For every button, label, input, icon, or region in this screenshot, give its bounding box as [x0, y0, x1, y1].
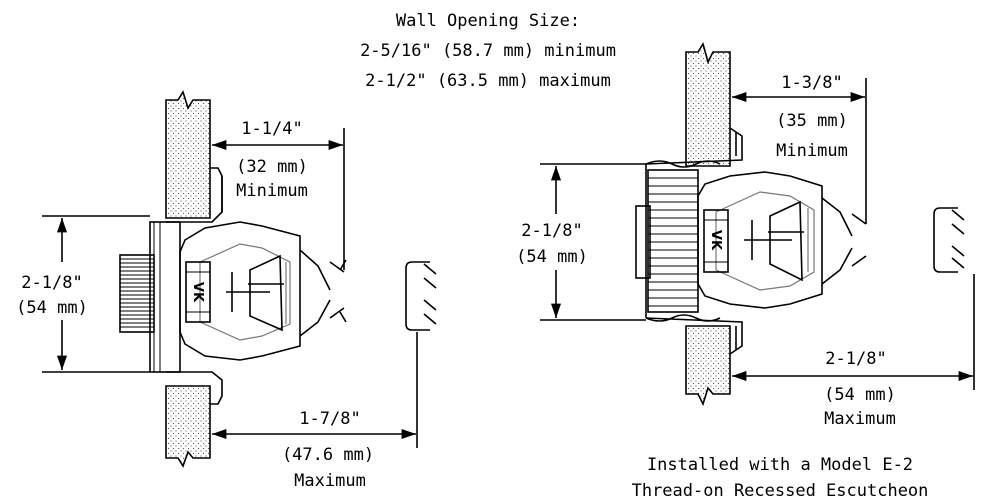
- right-caption: Installed with a Model E-2 Thread-on Rec…: [632, 455, 929, 496]
- left-vk-logo: VK: [190, 282, 205, 303]
- right-top-dim-note: Minimum: [776, 141, 848, 161]
- caption-line-1: Installed with a Model E-2: [647, 455, 913, 475]
- right-top-dim-mm: (35 mm): [776, 111, 848, 131]
- caption-line-2: Thread-on Recessed Escutcheon: [632, 481, 929, 496]
- left-bottom-dim-inches: 1-7/8": [299, 409, 360, 429]
- left-side-dim-mm: (54 mm): [16, 298, 88, 318]
- left-top-dim-note: Minimum: [236, 181, 308, 201]
- right-top-dim-inches: 1-3/8": [781, 73, 842, 93]
- left-bottom-dim-mm: (47.6 mm): [282, 445, 374, 465]
- left-escutcheon: [166, 167, 223, 405]
- header-minimum: 2-5/16" (58.7 mm) minimum: [360, 41, 616, 61]
- header-maximum: 2-1/2" (63.5 mm) maximum: [365, 71, 611, 91]
- right-wall-top: [685, 42, 731, 167]
- left-cover-cup: [405, 261, 437, 331]
- right-cover-cup: [933, 207, 965, 273]
- right-bottom-dim-inches: 2-1/8": [825, 349, 886, 369]
- right-wall-bottom: [685, 325, 731, 407]
- right-assembly: VK 1-3/8" (35 mm) Minimum: [516, 42, 975, 496]
- right-side-dim-mm: (54 mm): [516, 247, 588, 267]
- right-vk-logo: VK: [708, 230, 723, 251]
- left-side-dim-inches: 2-1/8": [21, 273, 82, 293]
- left-assembly: VK 1-1/4" (32 mm) Minimum: [16, 90, 437, 491]
- left-wall-bottom: [165, 385, 211, 468]
- left-bottom-dimension: 1-7/8" (47.6 mm) Maximum: [212, 332, 418, 491]
- left-side-dimension: 2-1/8" (54 mm): [16, 215, 150, 373]
- wall-opening-header: Wall Opening Size: 2-5/16" (58.7 mm) min…: [360, 11, 616, 91]
- right-top-dimension: 1-3/8" (35 mm) Minimum: [732, 73, 867, 224]
- left-top-dim-mm: (32 mm): [236, 157, 308, 177]
- right-bottom-dim-note: Maximum: [824, 409, 896, 429]
- left-thread: [119, 221, 181, 373]
- right-bottom-dimension: 2-1/8" (54 mm) Maximum: [732, 274, 975, 429]
- left-wall-top: [165, 90, 211, 219]
- right-recessed-escutcheon: [645, 127, 743, 355]
- right-side-dim-inches: 2-1/8": [521, 221, 582, 241]
- right-sprinkler-body: VK: [697, 171, 867, 309]
- left-sprinkler-body: VK: [179, 221, 347, 361]
- left-bottom-dim-note: Maximum: [294, 471, 366, 491]
- header-title: Wall Opening Size:: [396, 11, 580, 31]
- left-top-dim-inches: 1-1/4": [241, 119, 302, 139]
- right-side-dimension: 2-1/8" (54 mm): [516, 163, 646, 321]
- right-bottom-dim-mm: (54 mm): [824, 385, 896, 405]
- left-top-dimension: 1-1/4" (32 mm) Minimum: [212, 119, 345, 270]
